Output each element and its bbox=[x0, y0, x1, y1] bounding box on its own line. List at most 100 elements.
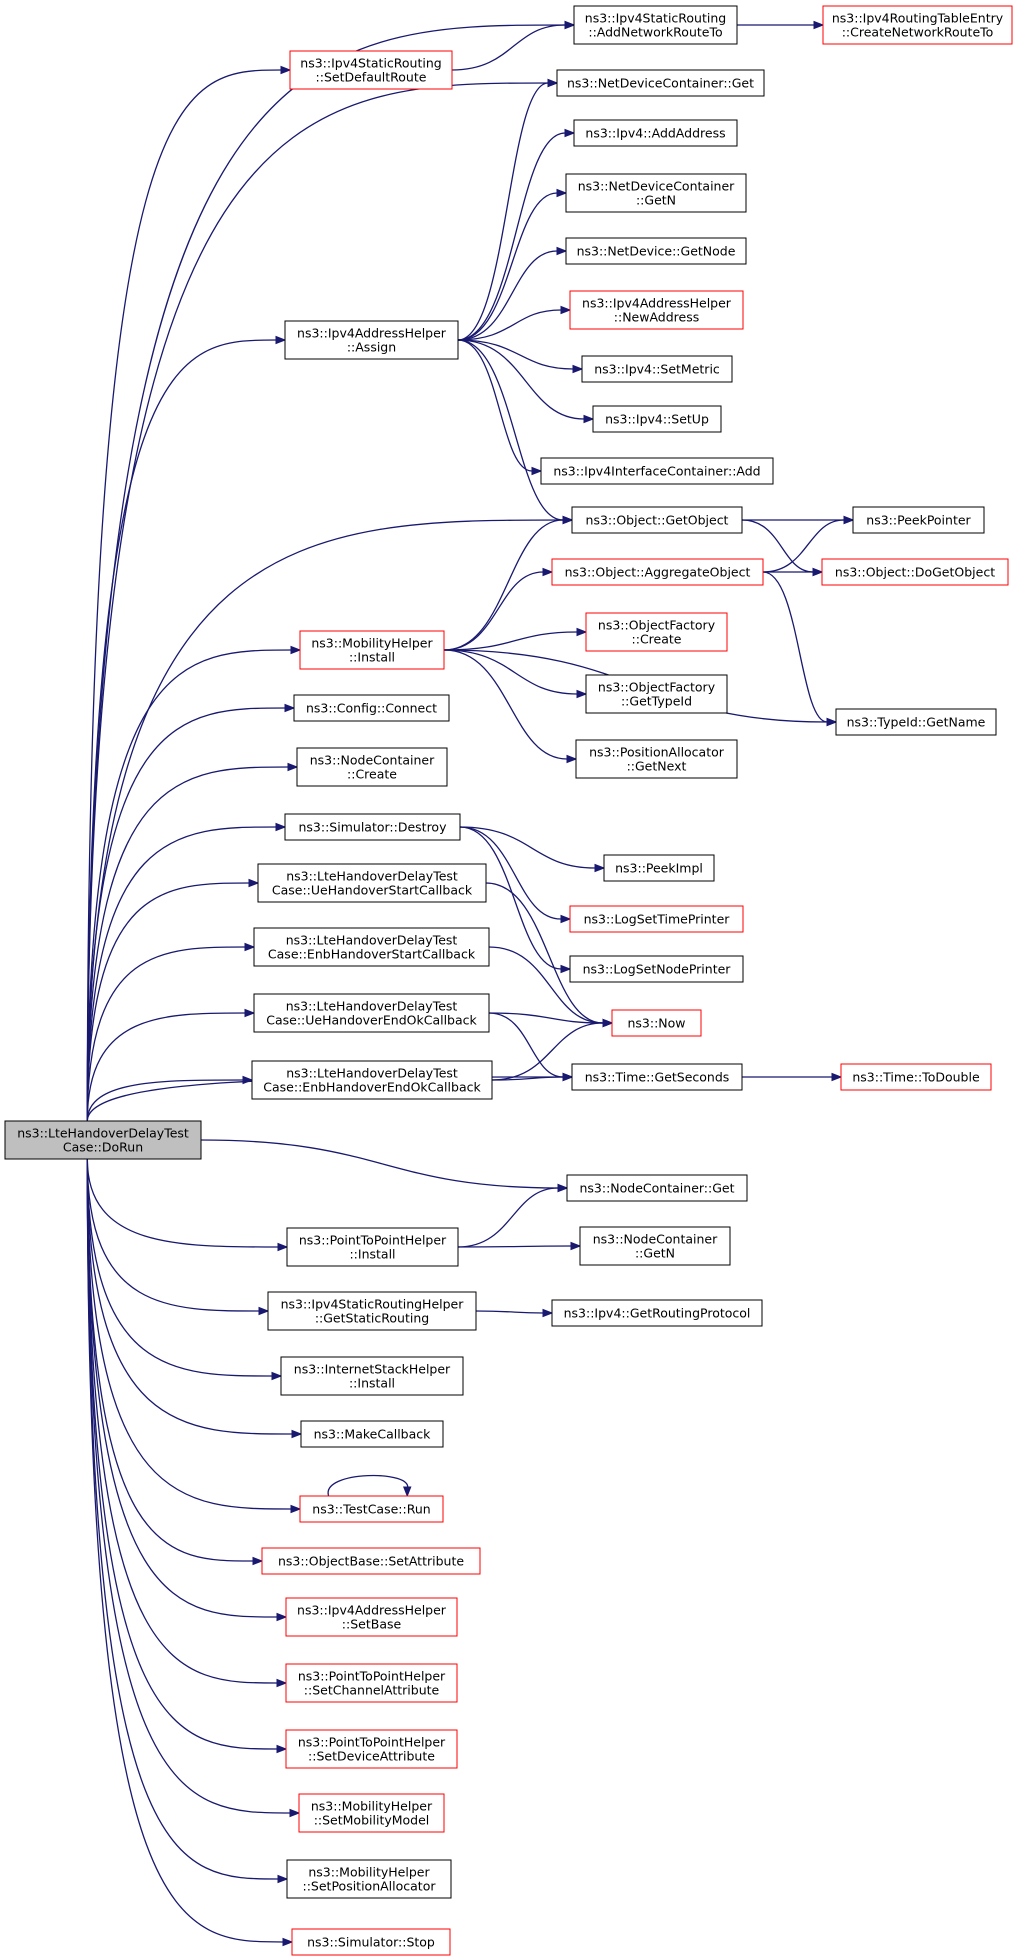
graph-node-paGetNext[interactable]: ns3::PositionAllocator::GetNext bbox=[575, 739, 738, 779]
graph-node-addNetworkRouteTo[interactable]: ns3::Ipv4StaticRouting::AddNetworkRouteT… bbox=[573, 5, 738, 45]
node-label: ns3::Simulator::Destroy bbox=[299, 820, 448, 835]
graph-edge-root-to-enbStart bbox=[86, 942, 256, 1122]
graph-node-toDouble[interactable]: ns3::Time::ToDouble bbox=[840, 1063, 992, 1091]
graph-node-ncGet[interactable]: ns3::NodeContainer::Get bbox=[566, 1174, 748, 1202]
graph-node-aggregateObject[interactable]: ns3::Object::AggregateObject bbox=[551, 558, 764, 586]
node-label: ns3::LteHandoverDelayTest bbox=[286, 933, 458, 948]
graph-node-setDeviceAttr[interactable]: ns3::PointToPointHelper::SetDeviceAttrib… bbox=[285, 1729, 458, 1769]
node-box bbox=[840, 1063, 992, 1091]
graph-node-p2pInstall[interactable]: ns3::PointToPointHelper::Install bbox=[286, 1227, 459, 1267]
node-box bbox=[569, 905, 744, 933]
node-label: ns3::Ipv4AddressHelper bbox=[297, 1603, 447, 1618]
node-label: ns3::InternetStackHelper bbox=[294, 1362, 451, 1377]
graph-node-enbStart[interactable]: ns3::LteHandoverDelayTestCase::EnbHandov… bbox=[253, 927, 490, 967]
graph-node-ncGetN[interactable]: ns3::NodeContainer::GetN bbox=[579, 1226, 731, 1266]
graph-node-ueEnd[interactable]: ns3::LteHandoverDelayTestCase::UeHandove… bbox=[253, 993, 490, 1033]
graph-node-ishInstall[interactable]: ns3::InternetStackHelper::Install bbox=[280, 1356, 464, 1396]
graph-node-assign[interactable]: ns3::Ipv4AddressHelper::Assign bbox=[284, 320, 459, 360]
node-label: ::SetDefaultRoute bbox=[316, 70, 427, 85]
graph-node-doGetObject[interactable]: ns3::Object::DoGetObject bbox=[821, 558, 1009, 586]
graph-node-ncCreate[interactable]: ns3::NodeContainer::Create bbox=[296, 747, 448, 787]
node-box bbox=[551, 1299, 763, 1327]
node-label: ns3::PointToPointHelper bbox=[298, 1669, 446, 1684]
graph-node-setPosAlloc[interactable]: ns3::MobilityHelper::SetPositionAllocato… bbox=[286, 1859, 452, 1899]
node-box bbox=[551, 558, 764, 586]
node-label: ns3::Object::AggregateObject bbox=[565, 565, 751, 580]
graph-edge-root-to-getStaticRouting bbox=[86, 1158, 270, 1316]
graph-node-setChannelAttr[interactable]: ns3::PointToPointHelper::SetChannelAttri… bbox=[285, 1663, 458, 1703]
graph-node-setMobModel[interactable]: ns3::MobilityHelper::SetMobilityModel bbox=[298, 1793, 445, 1833]
node-box bbox=[293, 694, 450, 722]
node-label: ::Assign bbox=[347, 340, 396, 355]
node-label: ns3::NetDeviceContainer::Get bbox=[567, 76, 754, 91]
graph-node-ueStart[interactable]: ns3::LteHandoverDelayTestCase::UeHandove… bbox=[257, 863, 487, 903]
graph-node-newAddress[interactable]: ns3::Ipv4AddressHelper::NewAddress bbox=[569, 290, 744, 330]
node-box bbox=[571, 506, 743, 534]
graph-edge-p2pInstall-to-ncGetN bbox=[457, 1241, 582, 1251]
node-label: ns3::Now bbox=[627, 1016, 685, 1031]
graph-node-peekImpl[interactable]: ns3::PeekImpl bbox=[603, 854, 715, 882]
graph-node-setMetric[interactable]: ns3::Ipv4::SetMetric bbox=[581, 355, 733, 383]
node-box bbox=[581, 355, 733, 383]
graph-node-makeCallback[interactable]: ns3::MakeCallback bbox=[300, 1420, 444, 1448]
graph-node-peekPointer[interactable]: ns3::PeekPointer bbox=[852, 506, 985, 534]
node-label: ns3::MobilityHelper bbox=[308, 1865, 430, 1880]
node-label: ns3::ObjectFactory bbox=[598, 680, 716, 695]
graph-node-mobInstall[interactable]: ns3::MobilityHelper::Install bbox=[299, 630, 445, 670]
graph-node-typeIdGetName[interactable]: ns3::TypeId::GetName bbox=[835, 708, 997, 736]
graph-node-ofCreate[interactable]: ns3::ObjectFactory::Create bbox=[585, 612, 728, 652]
node-box bbox=[298, 1793, 445, 1833]
graph-edge-ueStart-to-now bbox=[485, 882, 614, 1028]
node-box bbox=[299, 1495, 444, 1523]
graph-node-setAttribute[interactable]: ns3::ObjectBase::SetAttribute bbox=[261, 1547, 481, 1575]
graph-node-logTime[interactable]: ns3::LogSetTimePrinter bbox=[569, 905, 744, 933]
graph-edge-root-to-simDestroy bbox=[86, 822, 287, 1122]
node-label: ::Install bbox=[349, 650, 395, 665]
graph-node-setBase[interactable]: ns3::Ipv4AddressHelper::SetBase bbox=[285, 1597, 458, 1637]
node-label: Case::UeHandoverEndOkCallback bbox=[266, 1013, 477, 1028]
graph-edge-assign-to-getNode bbox=[457, 246, 568, 341]
graph-node-getStaticRouting[interactable]: ns3::Ipv4StaticRoutingHelper::GetStaticR… bbox=[267, 1291, 477, 1331]
node-label: ns3::PointToPointHelper bbox=[298, 1735, 446, 1750]
graph-node-logNode[interactable]: ns3::LogSetNodePrinter bbox=[569, 955, 744, 983]
node-box bbox=[300, 1420, 444, 1448]
graph-node-getObject[interactable]: ns3::Object::GetObject bbox=[571, 506, 743, 534]
graph-node-createNetworkRouteTo[interactable]: ns3::Ipv4RoutingTableEntry::CreateNetwor… bbox=[822, 5, 1013, 45]
node-box bbox=[835, 708, 997, 736]
graph-node-setUp[interactable]: ns3::Ipv4::SetUp bbox=[592, 405, 722, 433]
node-label: ns3::Ipv4RoutingTableEntry bbox=[832, 11, 1004, 26]
node-label: ::AddNetworkRouteTo bbox=[588, 25, 722, 40]
graph-node-ndcGet[interactable]: ns3::NetDeviceContainer::Get bbox=[556, 69, 765, 97]
node-label: ns3::Ipv4StaticRouting bbox=[300, 56, 441, 71]
node-label: ns3::Ipv4AddressHelper bbox=[297, 326, 447, 341]
node-label: ns3::MobilityHelper bbox=[311, 1799, 433, 1814]
graph-node-enbEnd[interactable]: ns3::LteHandoverDelayTestCase::EnbHandov… bbox=[251, 1060, 493, 1100]
graph-node-tcRun[interactable]: ns3::TestCase::Run bbox=[299, 1495, 444, 1523]
graph-edge-getObject-to-peekPointer bbox=[742, 515, 855, 525]
graph-edge-simDestroy-to-logNode bbox=[459, 826, 572, 974]
graph-node-ndcGetN[interactable]: ns3::NetDeviceContainer::GetN bbox=[565, 173, 747, 213]
graph-edge-mobInstall-to-ofCreate bbox=[443, 627, 588, 651]
graph-node-getSeconds[interactable]: ns3::Time::GetSeconds bbox=[571, 1063, 743, 1091]
graph-node-getNode[interactable]: ns3::NetDevice::GetNode bbox=[565, 237, 747, 265]
node-box bbox=[285, 1597, 458, 1637]
graph-node-now[interactable]: ns3::Now bbox=[611, 1009, 702, 1037]
graph-edge-root-to-setAttribute bbox=[86, 1158, 264, 1566]
node-label: ns3::PointToPointHelper bbox=[299, 1233, 447, 1248]
node-label: ns3::NetDevice::GetNode bbox=[577, 244, 736, 259]
graph-node-simStop[interactable]: ns3::Simulator::Stop bbox=[291, 1928, 451, 1956]
graph-edge-ueEnd-to-now bbox=[488, 1012, 614, 1028]
graph-node-getRoutingProtocol[interactable]: ns3::Ipv4::GetRoutingProtocol bbox=[551, 1299, 763, 1327]
graph-node-setDefaultRoute[interactable]: ns3::Ipv4StaticRouting::SetDefaultRoute bbox=[289, 50, 453, 90]
node-label: ::Create bbox=[347, 767, 397, 782]
graph-node-iicAdd[interactable]: ns3::Ipv4InterfaceContainer::Add bbox=[540, 457, 774, 485]
node-label: ::Install bbox=[349, 1376, 395, 1391]
graph-node-configConnect[interactable]: ns3::Config::Connect bbox=[293, 694, 450, 722]
graph-node-simDestroy[interactable]: ns3::Simulator::Destroy bbox=[284, 813, 461, 841]
graph-node-addAddress[interactable]: ns3::Ipv4::AddAddress bbox=[573, 119, 738, 147]
node-box bbox=[603, 854, 715, 882]
node-box bbox=[289, 50, 453, 90]
node-box bbox=[4, 1120, 202, 1160]
graph-node-ofGetTypeId[interactable]: ns3::ObjectFactory::GetTypeId bbox=[585, 674, 728, 714]
